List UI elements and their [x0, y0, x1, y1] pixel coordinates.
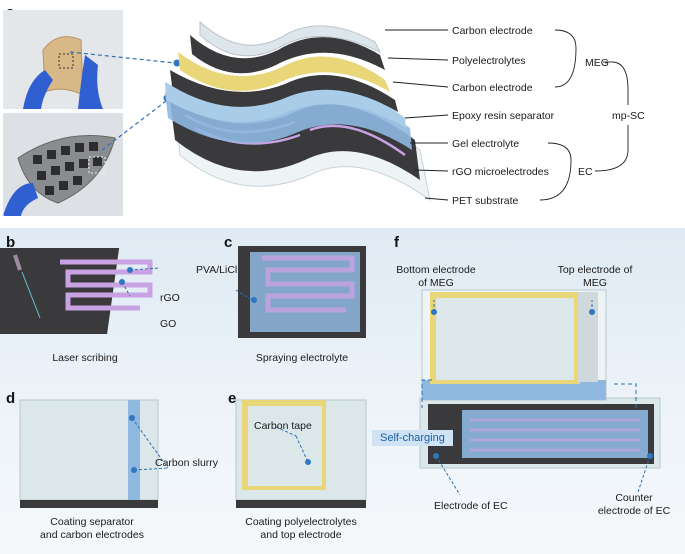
label-bottom-electrode-meg: Bottom electrode of MEG	[386, 264, 486, 290]
group-label-ec: EC	[578, 166, 593, 178]
panel-f-label: f	[394, 234, 399, 251]
caption-coating-separator: Coating separator and carbon electrodes	[22, 516, 162, 542]
caption-coating-polyelectrolytes: Coating polyelectrolytes and top electro…	[226, 516, 376, 542]
caption-spraying-electrolyte: Spraying electrolyte	[255, 352, 349, 364]
layer-label-polyelectrolytes: Polyelectrolytes	[452, 55, 526, 67]
caption-coating-separator-line1: Coating separator	[50, 516, 134, 528]
caption-coating-polyelectrolytes-line1: Coating polyelectrolytes	[245, 516, 357, 528]
self-charging-badge: Self-charging	[372, 430, 453, 446]
group-label-meg: MEG	[585, 57, 609, 69]
layer-label-rgo-microelectrodes: rGO microelectrodes	[452, 166, 549, 178]
label-electrode-ec: Electrode of EC	[434, 500, 508, 512]
panel-c-label: c	[224, 234, 233, 251]
label-go: GO	[160, 318, 177, 330]
layer-label-pet-substrate: PET substrate	[452, 195, 519, 207]
layer-top-cover	[199, 20, 382, 57]
layer-label-epoxy-separator: Epoxy resin separator	[452, 110, 555, 122]
layer-carbon-electrode-top	[190, 35, 385, 74]
label-pva-licl: PVA/LiCl	[196, 264, 238, 276]
panel-e-label: e	[228, 390, 237, 407]
group-label-mp-sc: mp-SC	[612, 110, 645, 122]
caption-coating-polyelectrolytes-line2: and top electrode	[260, 529, 342, 541]
panel-b-label: b	[6, 234, 16, 251]
layer-carbon-electrode-lower	[170, 70, 398, 112]
label-carbon-tape: Carbon tape	[254, 420, 312, 432]
caption-laser-scribing: Laser scribing	[52, 352, 118, 364]
caption-coating-separator-line2: and carbon electrodes	[40, 529, 144, 541]
label-top-electrode-meg-line1: Top electrode of	[557, 264, 633, 276]
label-counter-electrode-ec-line2: electrode of EC	[597, 505, 671, 517]
layer-label-gel-electrolyte: Gel electrolyte	[452, 138, 520, 150]
panel-d-label: d	[6, 390, 16, 407]
label-bottom-electrode-meg-line2: of MEG	[418, 277, 454, 289]
layer-gel-electrolyte	[165, 92, 412, 150]
label-rgo: rGO	[160, 292, 180, 304]
photo-flexible-device	[3, 10, 123, 109]
label-carbon-slurry: Carbon slurry	[155, 457, 219, 469]
layer-polyelectrolytes	[178, 52, 390, 92]
label-counter-electrode-ec: Counter electrode of EC	[586, 492, 682, 518]
label-bottom-electrode-meg-line1: Bottom electrode	[396, 264, 476, 276]
layer-label-carbon-electrode-2: Carbon electrode	[452, 82, 533, 94]
layer-epoxy-separator	[165, 82, 406, 128]
label-top-electrode-meg-line2: MEG	[583, 277, 607, 289]
label-top-electrode-meg: Top electrode of MEG	[540, 264, 650, 290]
layer-label-carbon-electrode-1: Carbon electrode	[452, 25, 533, 37]
label-counter-electrode-ec-line1: Counter	[615, 492, 653, 504]
